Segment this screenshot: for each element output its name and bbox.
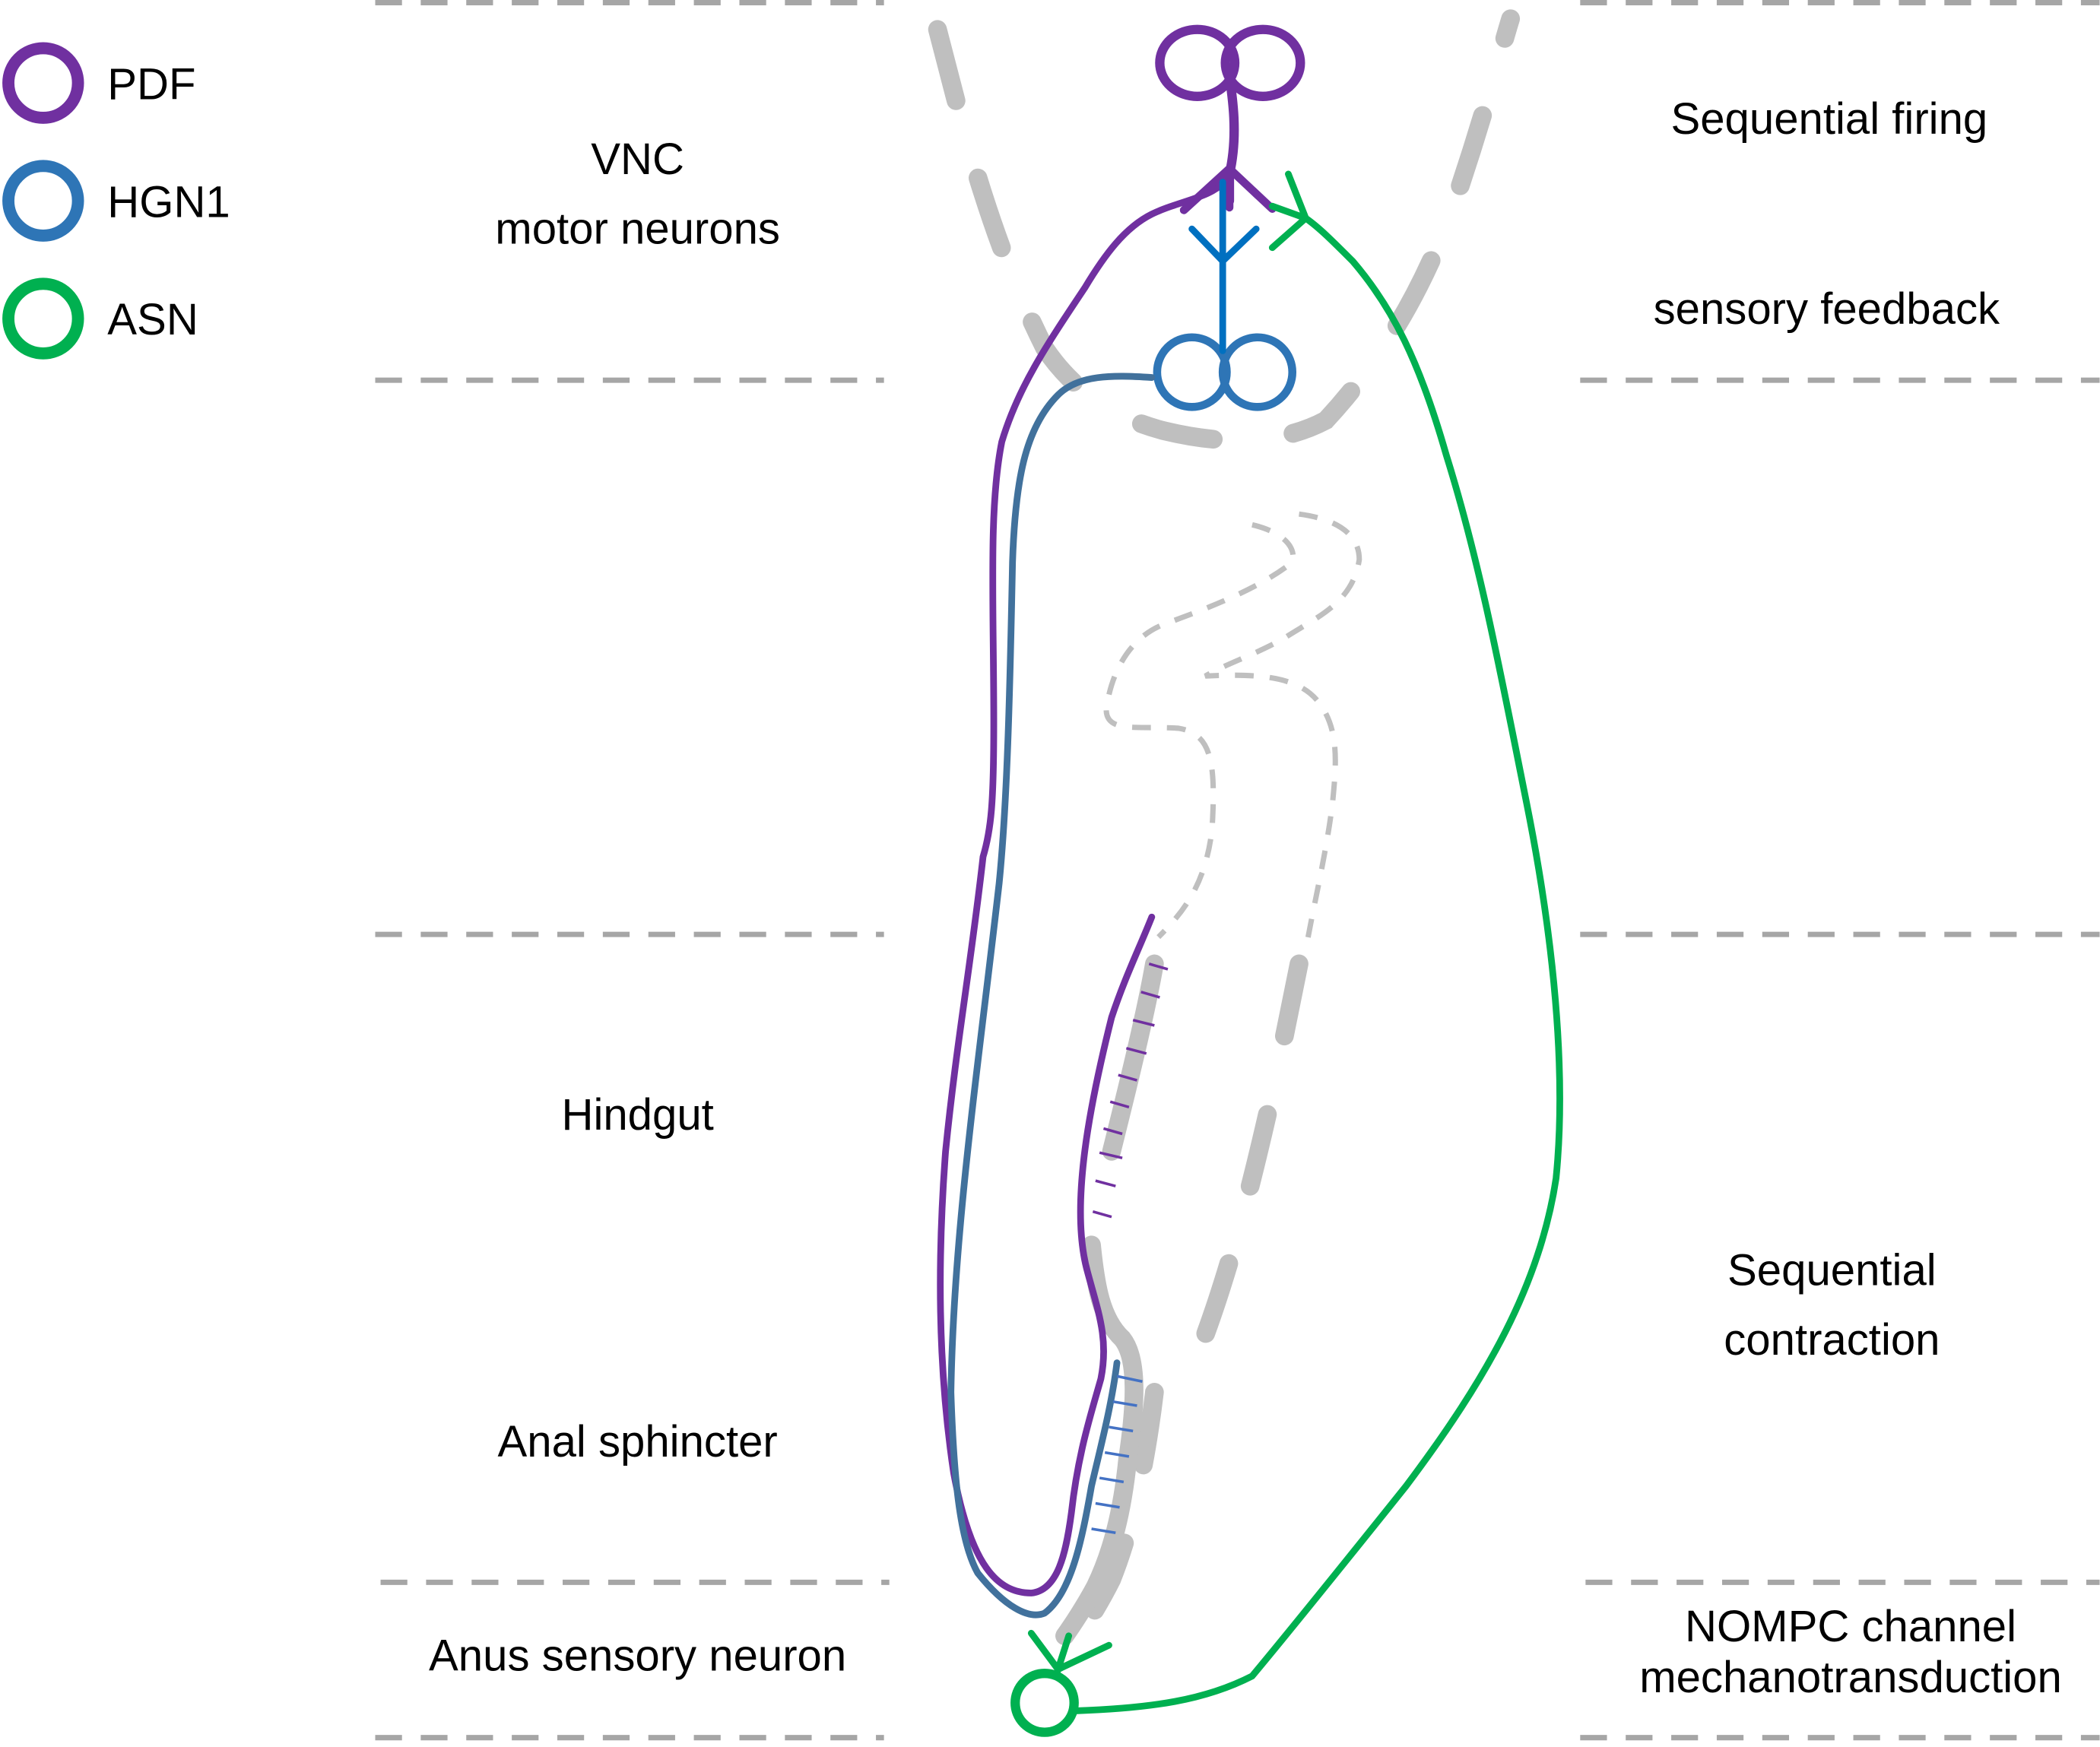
hgn1-axon xyxy=(947,373,1156,1619)
gut-lumen-outline xyxy=(1103,511,1362,951)
label-anal-sphincter: Anal sphincter xyxy=(498,1417,778,1466)
vnc-outline xyxy=(928,9,1521,450)
tick xyxy=(1092,1210,1112,1219)
tick xyxy=(1091,1527,1116,1534)
tick xyxy=(1099,1151,1123,1159)
legend-hgn1-icon xyxy=(2,160,84,242)
tick xyxy=(1132,1019,1155,1027)
hgn1-neuron xyxy=(947,179,1297,1619)
label-mechanotransduction: mechanotransduction xyxy=(1639,1653,2062,1702)
tick xyxy=(1148,962,1169,971)
gut-wall-left xyxy=(1055,954,1164,1646)
hgn1-dendrite-receptor-icon xyxy=(1188,179,1260,354)
pdf-soma-right-icon xyxy=(1220,24,1305,101)
hgn1-release-ticks xyxy=(1091,1374,1143,1534)
label-sensory-feedback: sensory feedback xyxy=(1654,284,2000,334)
gut-outline-left xyxy=(1103,522,1296,940)
label-hindgut: Hindgut xyxy=(561,1090,713,1140)
asn-top-terminal-icon xyxy=(1268,170,1310,252)
legend-asn-icon xyxy=(2,277,84,360)
label-nompc-channel: NOMPC channel xyxy=(1685,1602,2016,1651)
pdf-axon xyxy=(937,176,1230,1596)
pdf-neuron xyxy=(937,24,1305,1596)
hgn1-soma-right-icon xyxy=(1218,333,1297,411)
tick xyxy=(1095,1179,1116,1187)
asn-bottom-dendrite-icon xyxy=(1027,1629,1112,1677)
tick xyxy=(1118,1073,1137,1082)
hgn1-soma-left-icon xyxy=(1153,333,1231,411)
asn-soma-icon xyxy=(1010,1668,1079,1737)
tick xyxy=(1112,1400,1137,1407)
tick xyxy=(1140,991,1160,999)
legend: PDF HGN1 ASN xyxy=(2,42,230,360)
legend-hgn1-label: HGN1 xyxy=(107,177,230,227)
label-vnc: VNC xyxy=(591,135,684,184)
label-sequential-firing: Sequential firing xyxy=(1670,94,1987,144)
gut-outline-right xyxy=(1204,511,1362,951)
label-sequential: Sequential xyxy=(1727,1245,1937,1295)
asn-axon xyxy=(1072,214,1563,1714)
label-motor-neurons: motor neurons xyxy=(495,204,780,253)
gut-wall xyxy=(1055,954,1309,1657)
divider-lines xyxy=(375,0,2100,1741)
tick xyxy=(1104,1451,1130,1458)
right-labels: Sequential firing sensory feedback Seque… xyxy=(1639,94,2062,1702)
legend-pdf-icon xyxy=(2,42,84,124)
left-labels: VNC motor neurons Hindgut Anal sphincter… xyxy=(429,135,846,1681)
pdf-soma-left-icon xyxy=(1155,24,1240,101)
pdf-release-ticks xyxy=(1092,962,1169,1219)
tick xyxy=(1109,1425,1134,1433)
tick xyxy=(1109,1100,1130,1108)
tick xyxy=(1102,1127,1123,1136)
legend-asn-label: ASN xyxy=(107,295,198,344)
tick xyxy=(1099,1476,1125,1484)
label-contraction: contraction xyxy=(1724,1315,1940,1365)
label-anus-sensory-neuron: Anus sensory neuron xyxy=(429,1631,846,1681)
pdf-dendrite-fork xyxy=(1179,163,1277,214)
asn-neuron xyxy=(1010,170,1563,1737)
legend-pdf-label: PDF xyxy=(107,59,195,109)
gut-wall-right xyxy=(1061,954,1309,1657)
tick xyxy=(1125,1047,1147,1055)
tick xyxy=(1095,1501,1120,1509)
tick xyxy=(1116,1374,1143,1383)
